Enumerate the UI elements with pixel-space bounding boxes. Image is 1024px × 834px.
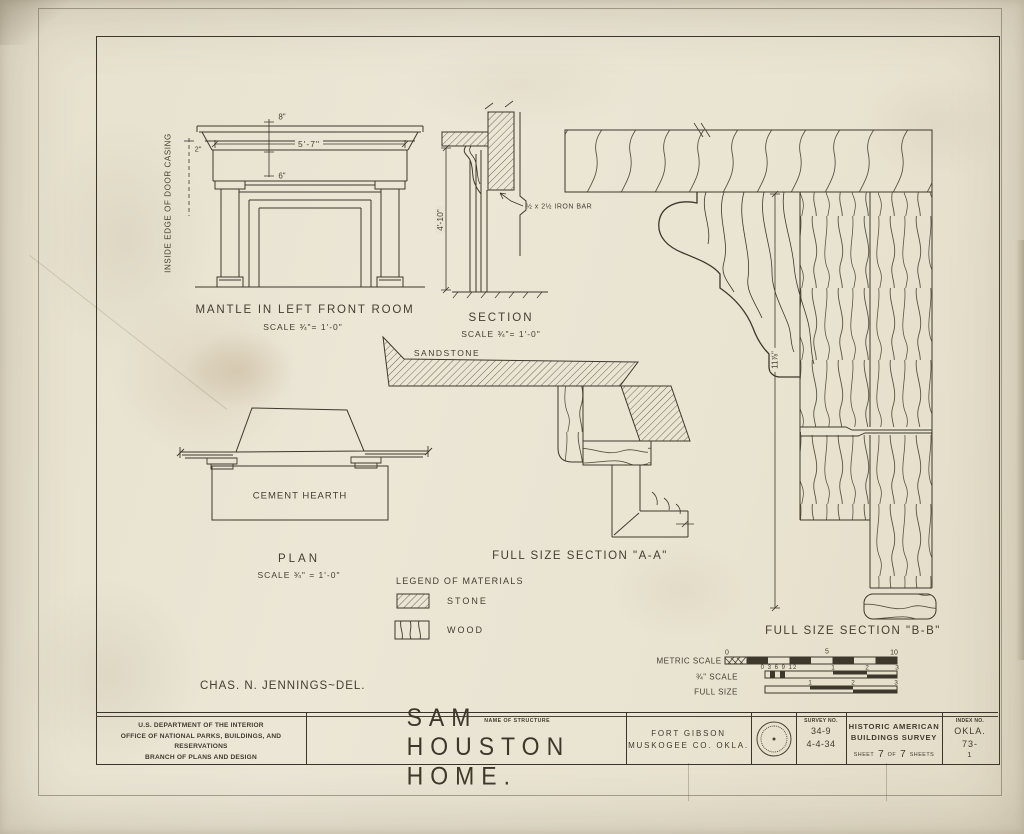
plan-scale-label: SCALE ¾" = 1'-0" [257, 570, 341, 580]
mantle-scale-label: SCALE ¾"= 1'-0" [263, 322, 343, 332]
wood-swatch [394, 620, 430, 640]
metric-scale-label: METRIC SCALE [656, 656, 722, 666]
casing-note: INSIDE EDGE OF DOOR CASING [163, 133, 173, 273]
bb-section-title: FULL SIZE SECTION "B-B" [765, 625, 941, 637]
tq-tick-inches: 0 3 6 9 12 [760, 665, 798, 671]
plan-title-label: PLAN [277, 553, 321, 565]
title-block-divider [942, 713, 943, 764]
agency-line: BRANCH OF PLANS AND DESIGN [145, 753, 257, 761]
metric-tick-10: 10 [890, 649, 898, 657]
title-block-divider [846, 713, 847, 764]
dim-4ft10: 4'-10" [435, 206, 445, 234]
index-label: INDEX NO. [955, 718, 985, 724]
metric-tick-0: 0 [725, 649, 729, 657]
casing-dim: 2" [194, 144, 202, 154]
tq-tick-2: 2 [865, 664, 869, 672]
scale-bars [724, 656, 898, 694]
index-state: OKLA. [954, 726, 986, 736]
legend-stone-label: STONE [447, 596, 488, 606]
delineator-signature: CHAS. N. JENNINGS~DEL. [200, 680, 366, 692]
three-quarter-scale-label: ¾" SCALE [696, 672, 738, 682]
iron-bar-note: ½ x 2½ IRON BAR [526, 203, 593, 211]
sheet-count: SHEET 7 OF 7 SHEETS [846, 746, 942, 761]
full-tick-3: 3 [894, 679, 898, 687]
full-size-scale-label: FULL SIZE [694, 687, 738, 697]
tq-tick-3: 3 [895, 664, 899, 672]
survey-date: 4-4-34 [806, 739, 836, 750]
survey-cell: SURVEY NO. 34-9 4-4-34 [796, 713, 846, 764]
survey-number: 34-9 [810, 726, 831, 737]
index-cell: INDEX NO. OKLA. 73- 1 [942, 713, 998, 764]
tq-tick-1: 1 [831, 664, 835, 672]
dim-5ft7: 5'-7" [295, 139, 323, 149]
habs-line2: BUILDINGS SURVEY [850, 733, 938, 743]
plan-drawing [176, 407, 433, 521]
title-block: U.S. DEPARTMENT OF THE INTERIOR OFFICE O… [96, 703, 998, 790]
sheet-edge-line [38, 8, 1002, 796]
dim-8in: 8" [278, 112, 286, 122]
title-block-divider [751, 713, 752, 764]
sheet-number: 7 [878, 748, 884, 760]
name-of-structure-label: NAME OF STRUCTURE [484, 718, 551, 724]
location-line: MUSKOGEE CO. OKLA. [628, 741, 749, 751]
section-scale-label: SCALE ¾"= 1'-0" [461, 329, 541, 339]
habs-cell: HISTORIC AMERICAN BUILDINGS SURVEY SHEET… [846, 713, 942, 764]
dim-11-78: 11⅞" [770, 348, 780, 372]
title-block-divider [626, 713, 627, 764]
section-aa-drawing [382, 335, 694, 538]
sheet-total: 7 [900, 748, 906, 760]
full-tick-1: 1 [808, 679, 812, 687]
hearth-label: CEMENT HEARTH [252, 490, 348, 502]
mantle-title-label: MANTLE IN LEFT FRONT ROOM [195, 304, 415, 316]
habs-line1: HISTORIC AMERICAN [848, 722, 940, 731]
metric-tick-5: 5 [825, 648, 829, 656]
sandstone-label: SANDSTONE [413, 348, 481, 358]
sheets-word: SHEETS [909, 751, 935, 758]
structure-name-cell: NAME OF STRUCTURE SAM HOUSTON HOME. [306, 703, 626, 789]
approval-stamp [756, 721, 791, 756]
index-number: 73- [961, 738, 978, 749]
title-block-divider [306, 713, 307, 764]
agency-cell: U.S. DEPARTMENT OF THE INTERIOR OFFICE O… [96, 713, 306, 764]
stone-swatch [396, 593, 430, 609]
section-title-label: SECTION [468, 312, 534, 324]
agency-line: OFFICE OF NATIONAL PARKS, BUILDINGS, AND… [120, 732, 282, 751]
stamp-cell [751, 713, 796, 764]
title-block-inner-line [96, 715, 998, 717]
survey-label: SURVEY NO. [804, 718, 838, 724]
location-cell: FORT GIBSON MUSKOGEE CO. OKLA. [626, 713, 751, 764]
section-drawing [441, 100, 548, 299]
index-sub-number: 1 [967, 750, 973, 760]
agency-line: U.S. DEPARTMENT OF THE INTERIOR [138, 722, 264, 729]
full-tick-2: 2 [851, 679, 855, 687]
title-block-divider [796, 713, 797, 764]
aa-section-title: FULL SIZE SECTION "A-A" [492, 550, 668, 562]
section-bb-drawing [564, 122, 937, 620]
structure-name: SAM HOUSTON HOME. [406, 703, 571, 790]
legend-wood-label: WOOD [447, 625, 484, 635]
legend-title: LEGEND OF MATERIALS [396, 576, 524, 586]
legend-swatches [394, 593, 430, 640]
of-word: OF [887, 751, 897, 758]
location-line: FORT GIBSON [651, 729, 726, 738]
sheet-word: SHEET [853, 751, 875, 758]
dim-6in: 6" [278, 171, 286, 181]
